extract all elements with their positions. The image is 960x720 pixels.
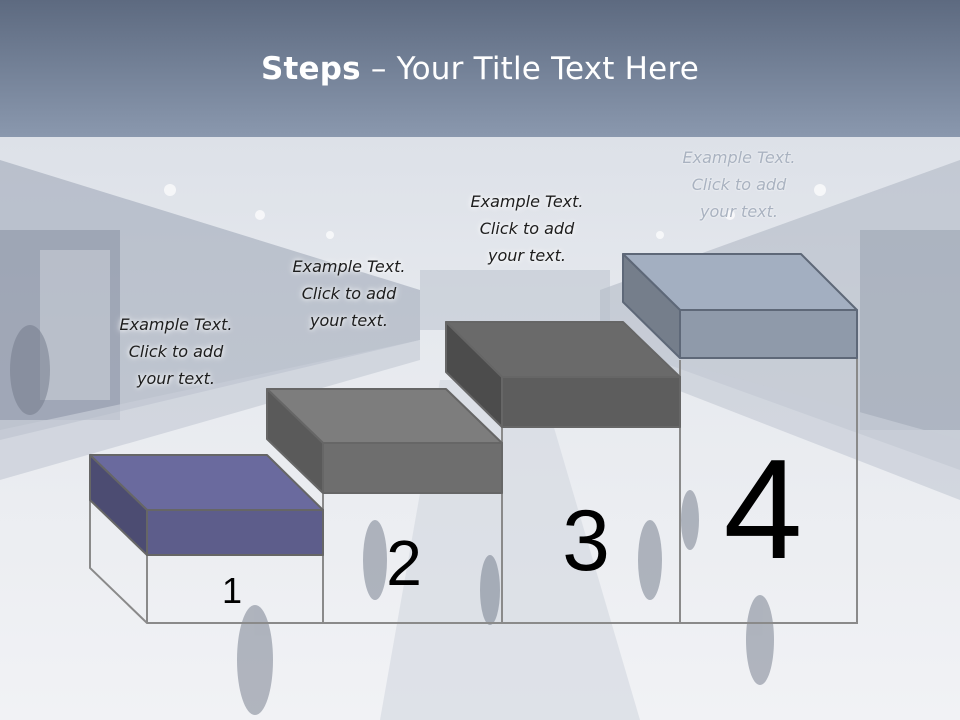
step-3-number: 3 — [562, 493, 610, 589]
caption-line: Example Text. — [470, 192, 584, 211]
step-3-block[interactable] — [445, 321, 681, 428]
title-bar: Steps – Your Title Text Here — [0, 0, 960, 137]
caption-line: your text. — [136, 369, 215, 388]
title-rest: – Your Title Text Here — [360, 50, 699, 87]
caption-line: Click to add — [479, 219, 575, 238]
caption-line: Click to add — [691, 175, 787, 194]
step-4-front — [679, 309, 858, 359]
caption-line: Example Text. — [119, 315, 233, 334]
step-1-front — [146, 509, 324, 556]
caption-line: Example Text. — [292, 257, 406, 276]
step-4-caption[interactable]: Example Text. Click to add your text. — [649, 144, 829, 225]
step-2-front — [322, 442, 503, 494]
caption-line: your text. — [487, 246, 566, 265]
step-3-front — [501, 376, 681, 428]
step-4-number: 4 — [724, 430, 803, 589]
caption-line: your text. — [309, 311, 388, 330]
caption-line: Example Text. — [682, 148, 796, 167]
step-1-caption[interactable]: Example Text. Click to add your text. — [86, 311, 266, 392]
title-bold: Steps — [260, 50, 361, 87]
step-2-caption[interactable]: Example Text. Click to add your text. — [259, 253, 439, 334]
slide-title[interactable]: Steps – Your Title Text Here — [261, 51, 699, 87]
caption-line: Click to add — [128, 342, 224, 361]
step-4-block[interactable] — [622, 253, 858, 359]
step-2-block[interactable] — [266, 388, 503, 494]
step-1-number: 1 — [222, 570, 242, 611]
caption-line: Click to add — [301, 284, 397, 303]
step-3-caption[interactable]: Example Text. Click to add your text. — [437, 188, 617, 269]
caption-line: your text. — [699, 202, 778, 221]
step-1-block[interactable] — [89, 454, 324, 556]
step-2-number: 2 — [386, 527, 422, 599]
